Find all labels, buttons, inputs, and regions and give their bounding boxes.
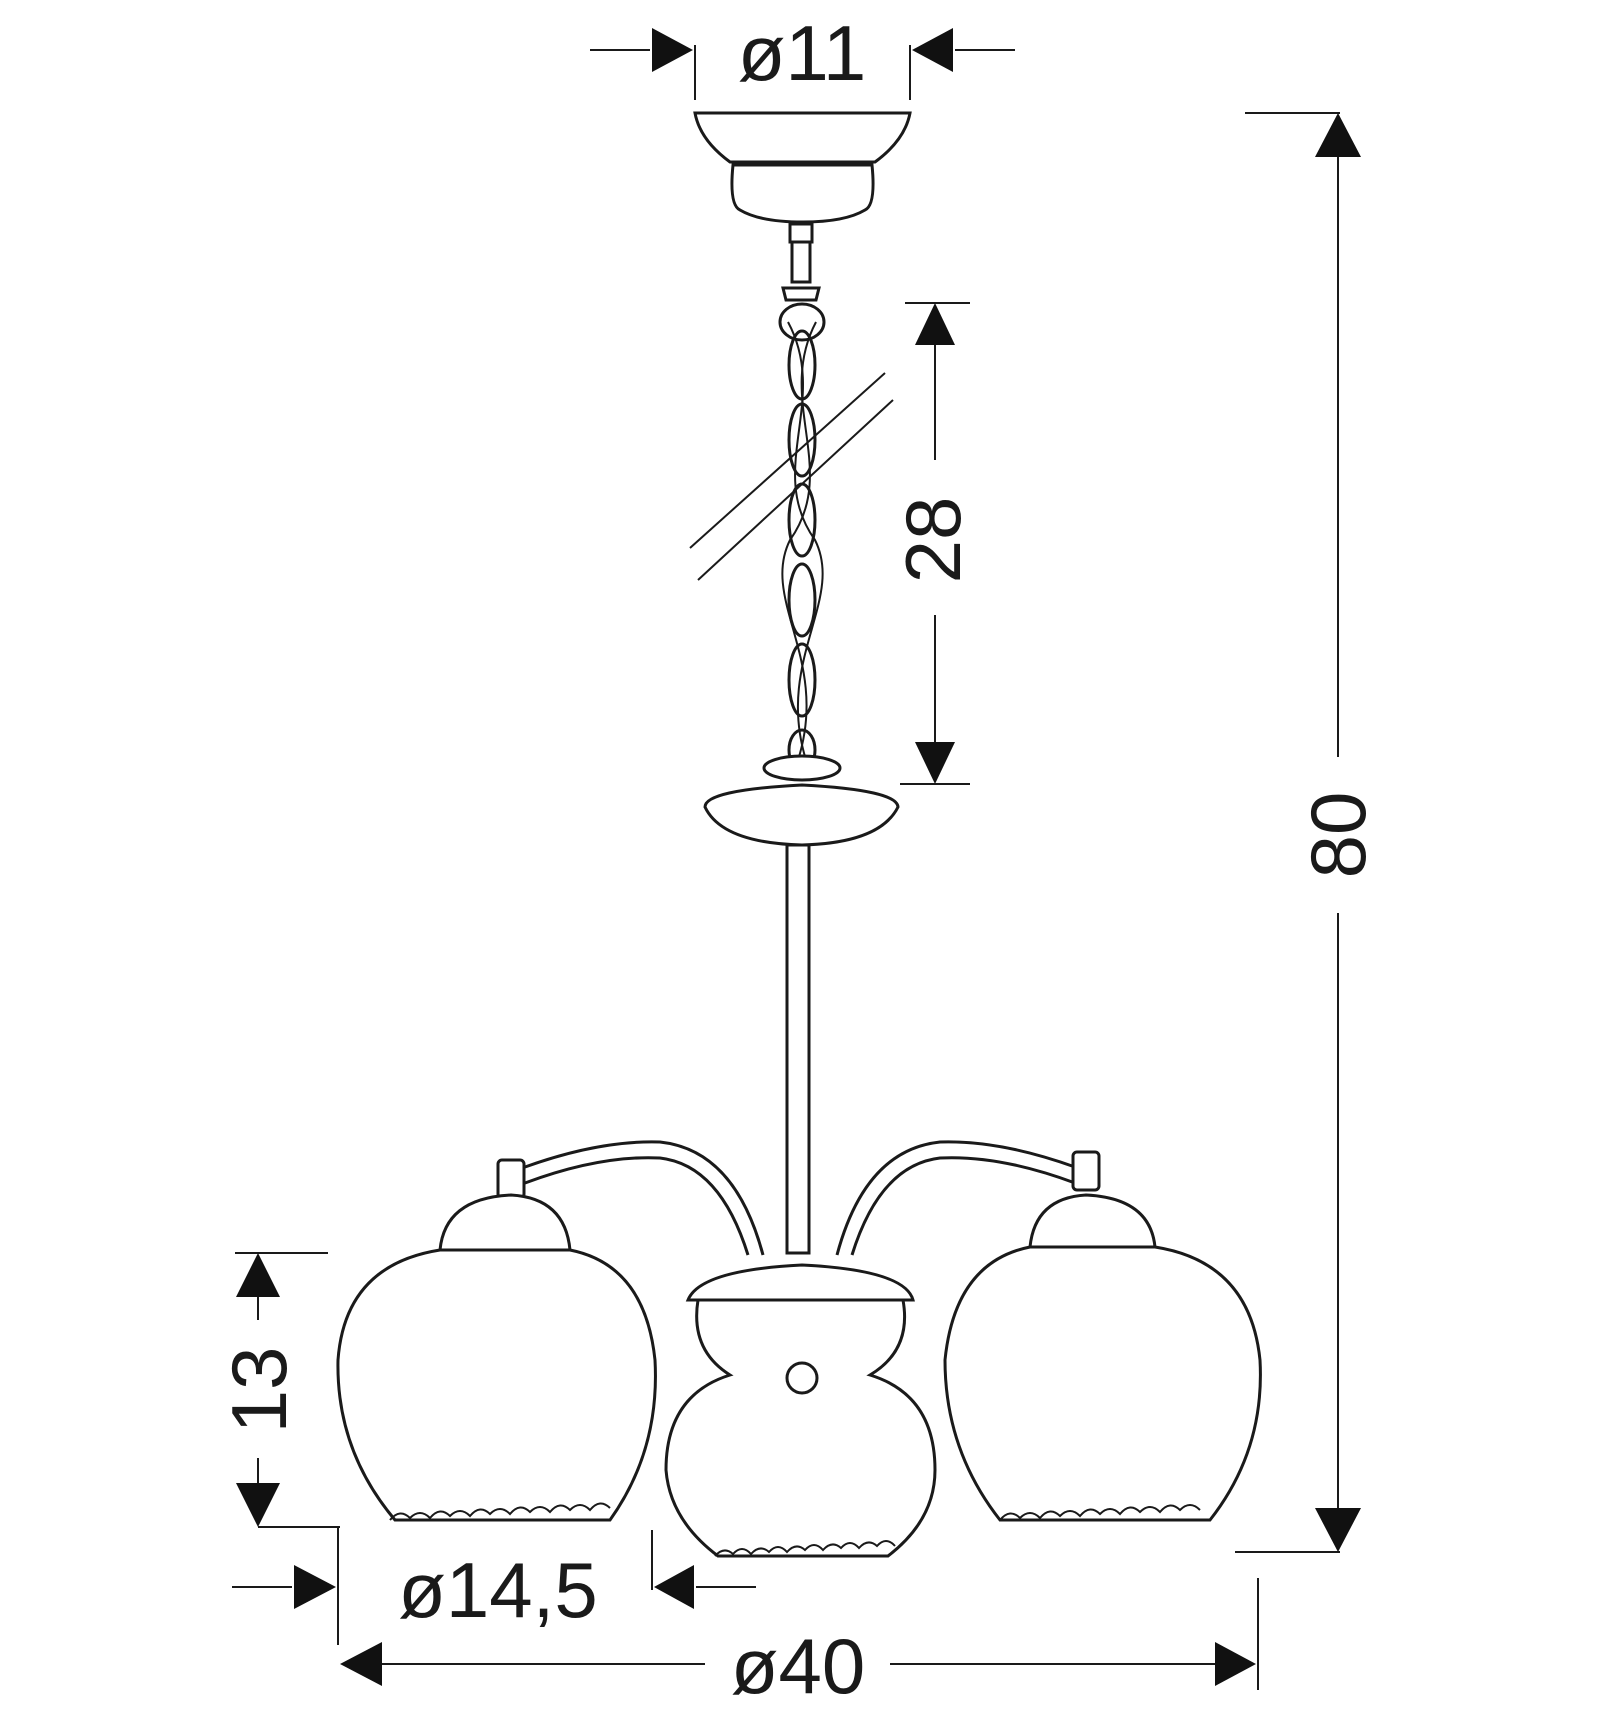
dimension-shade-diameter: ø14,5: [232, 1527, 756, 1645]
break-lines: [689, 372, 894, 581]
arrow-down-icon: [1315, 1508, 1361, 1552]
total-height-label: 80: [1294, 792, 1382, 879]
overall-diameter-label: ø40: [731, 1622, 865, 1710]
ceiling-canopy: [693, 111, 912, 302]
shade-diameter-label: ø14,5: [398, 1546, 597, 1634]
chain-length-label: 28: [889, 497, 977, 584]
left-lamp-shade: [336, 1158, 657, 1522]
right-lamp-shade: [943, 1150, 1262, 1522]
arrow-left-icon: [340, 1642, 382, 1686]
shade-height-label: 13: [215, 1347, 303, 1434]
lamp-arms: [524, 1140, 1076, 1256]
arrow-right-icon: [294, 1565, 336, 1609]
pendant-lamp: [336, 111, 1262, 1558]
dimension-overall-diameter: ø40: [340, 1578, 1259, 1710]
arrow-left-icon: [654, 1565, 694, 1609]
dimension-canopy-diameter: ø11: [590, 9, 1015, 100]
suspension-chain: [762, 302, 842, 782]
dimension-chain-length: 28: [889, 302, 977, 785]
dimension-total-height: 80: [1235, 112, 1382, 1553]
central-rod: [785, 843, 811, 1255]
arrow-down-icon: [915, 742, 955, 784]
arrow-up-icon: [915, 303, 955, 345]
arrow-up-icon: [236, 1253, 280, 1297]
arrow-right-icon: [1215, 1642, 1256, 1686]
chain-cup: [703, 783, 900, 847]
arrow-up-icon: [1315, 113, 1361, 157]
center-lamp-shade: [664, 1263, 937, 1558]
arrow-down-icon: [236, 1483, 280, 1527]
arrow-left-icon: [912, 28, 953, 72]
canopy-diameter-label: ø11: [738, 9, 867, 97]
arrow-right-icon: [652, 28, 693, 72]
dimension-shade-height: 13: [215, 1252, 340, 1528]
